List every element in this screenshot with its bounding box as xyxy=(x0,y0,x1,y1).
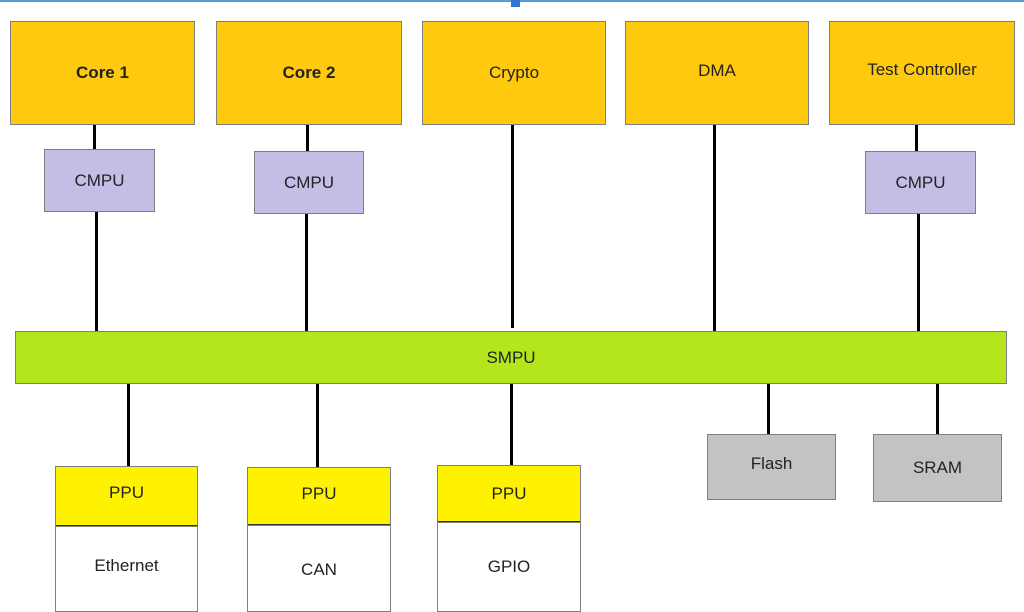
cmpu-core1: CMPU xyxy=(44,149,155,212)
core2-label: Core 2 xyxy=(282,63,336,82)
wire-core2-cmpu xyxy=(306,125,309,151)
ppu-can-label: PPU xyxy=(301,484,337,503)
dma-block: DMA xyxy=(625,21,809,125)
cmpu-test-controller: CMPU xyxy=(865,151,976,214)
flash-block: Flash xyxy=(707,434,836,500)
flash-label: Flash xyxy=(750,454,793,473)
ppu-ethernet-label: PPU xyxy=(109,483,144,502)
dma-label: DMA xyxy=(698,61,736,80)
cmpu-test-controller-label: CMPU xyxy=(895,172,946,192)
ppu-can: PPU xyxy=(247,467,391,526)
wire-cmpu3-smpu xyxy=(917,213,920,332)
can-label: CAN xyxy=(301,559,337,579)
core2-block: Core 2 xyxy=(216,21,402,125)
can-block: CAN xyxy=(247,525,391,612)
ppu-gpio: PPU xyxy=(437,465,581,523)
wire-testctrl-cmpu xyxy=(915,125,918,151)
sram-block: SRAM xyxy=(873,434,1002,502)
wire-cmpu1-smpu xyxy=(95,211,98,332)
wire-cmpu2-smpu xyxy=(305,213,308,332)
crypto-label: Crypto xyxy=(488,63,540,82)
top-marker xyxy=(511,0,520,7)
core1-label: Core 1 xyxy=(76,63,129,82)
smpu-label: SMPU xyxy=(486,347,536,367)
wire-dma-smpu xyxy=(713,125,716,335)
wire-smpu-ethernet-ppu xyxy=(127,383,130,466)
wire-smpu-gpio-ppu xyxy=(510,383,513,466)
wire-crypto-smpu xyxy=(511,123,514,328)
ethernet-label: Ethernet xyxy=(94,556,159,575)
ethernet-block: Ethernet xyxy=(55,526,198,612)
smpu-bus: SMPU xyxy=(15,331,1007,384)
wire-core1-cmpu xyxy=(93,125,96,151)
gpio-block: GPIO xyxy=(437,522,581,612)
cmpu-core1-label: CMPU xyxy=(74,170,125,190)
sram-label: SRAM xyxy=(912,458,963,477)
cmpu-core2: CMPU xyxy=(254,151,364,214)
wire-smpu-can-ppu xyxy=(316,383,319,468)
test-controller-label: Test Controller xyxy=(867,60,977,79)
gpio-label: GPIO xyxy=(487,557,531,576)
cmpu-core2-label: CMPU xyxy=(283,172,335,192)
core1-block: Core 1 xyxy=(10,21,195,125)
wire-smpu-sram xyxy=(936,383,939,435)
ppu-gpio-label: PPU xyxy=(491,483,527,503)
test-controller-block: Test Controller xyxy=(829,21,1015,125)
crypto-block: Crypto xyxy=(422,21,606,125)
wire-smpu-flash xyxy=(767,383,770,435)
ppu-ethernet: PPU xyxy=(55,466,198,527)
